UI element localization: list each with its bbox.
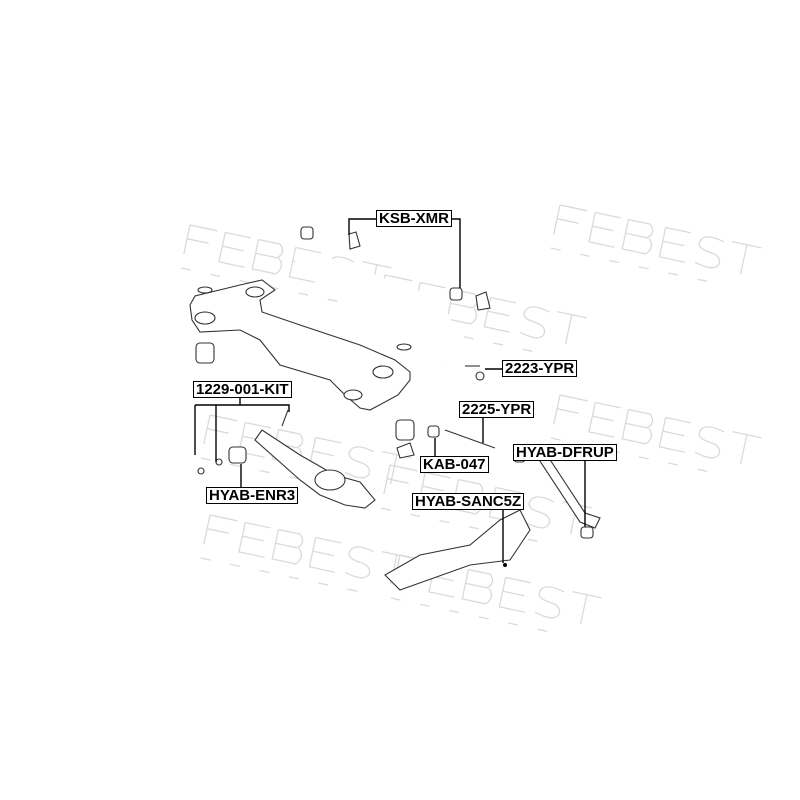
subframe (189, 279, 415, 459)
part-label-1229-001-kit: 1229-001-KIT (193, 381, 292, 398)
part-label-hyab-dfrup: HYAB-DFRUP (513, 444, 617, 461)
watermark (180, 204, 763, 642)
lower-control-arm (197, 409, 376, 509)
part-label-hyab-enr3: HYAB-ENR3 (206, 487, 299, 504)
part-label-kab-047: KAB-047 (420, 456, 489, 473)
part-label-2225-ypr: 2225-YPR (459, 401, 535, 418)
part-label-hyab-sanc5z: HYAB-SANC5Z (412, 493, 525, 510)
stabilizer-bar (291, 253, 457, 363)
rear-links (300, 226, 601, 591)
part-label-2223-ypr: 2223-YPR (502, 360, 578, 377)
part-label-ksb-xmr: KSB-XMR (376, 210, 452, 227)
